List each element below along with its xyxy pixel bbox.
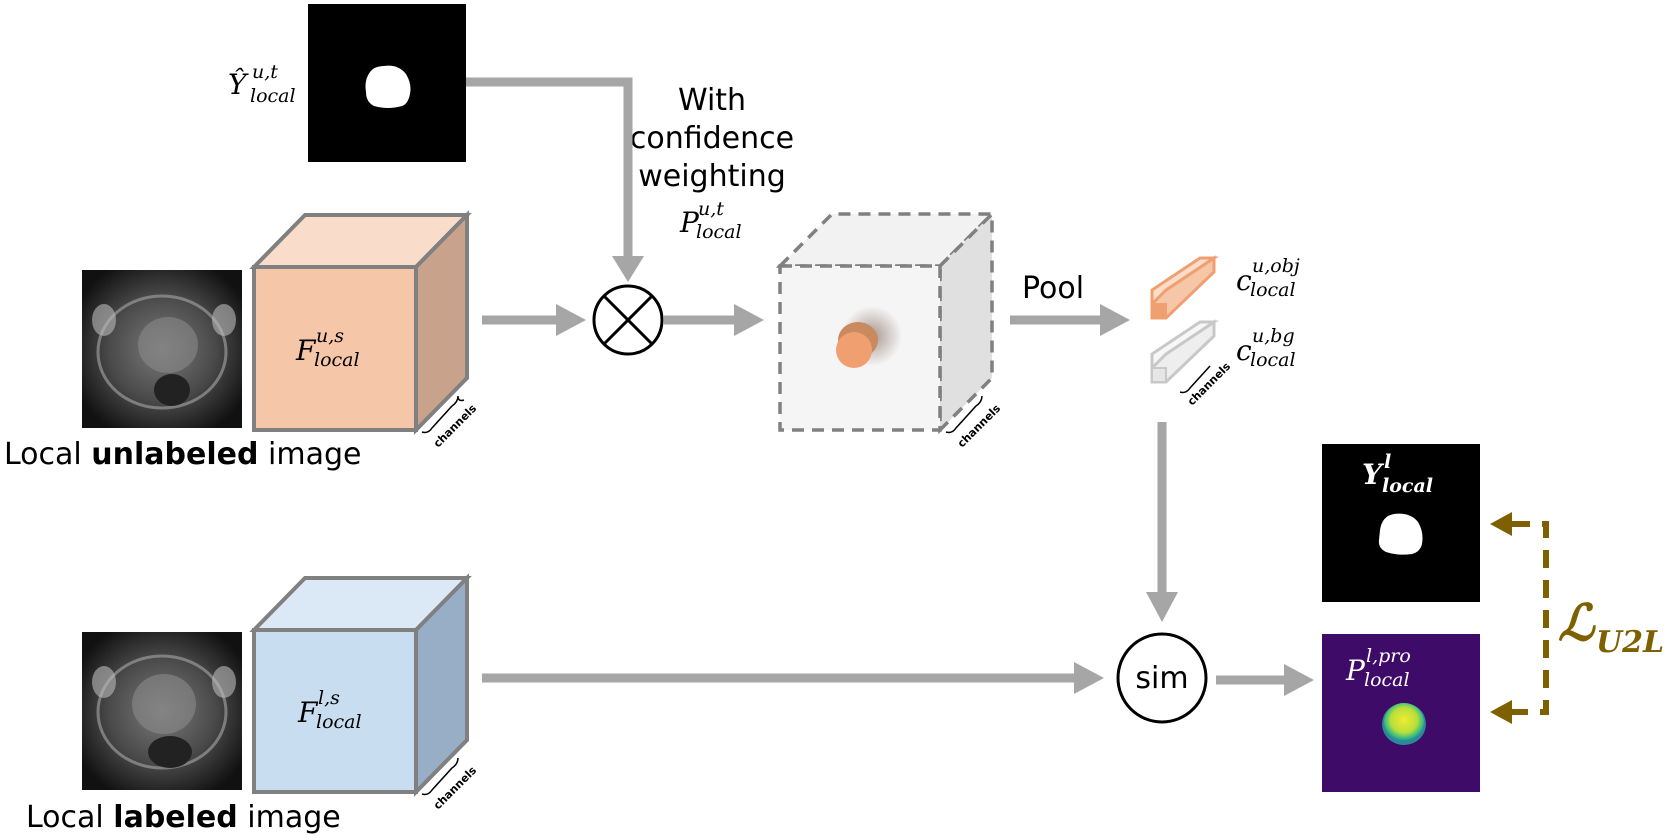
svg-text:local: local [316, 711, 362, 733]
pool-arrow: Pool [1010, 271, 1130, 336]
masked-feature-cube [775, 209, 997, 435]
labeled-mri-image [82, 632, 242, 790]
unlabeled-image-caption: Local unlabeled image [4, 437, 361, 472]
svg-text:c: c [1236, 334, 1252, 367]
p-ut-label: P u,t local [679, 198, 742, 243]
pseudo-label-mask [308, 4, 466, 162]
mask-to-multiply-arrow [466, 77, 644, 282]
svg-text:U2L: U2L [1596, 625, 1664, 660]
prototypes-to-sim-arrow [1146, 422, 1178, 622]
svg-text:u,s: u,s [316, 325, 344, 347]
svg-text:ℒ: ℒ [1558, 593, 1596, 652]
y-l-label: Y l local [1362, 451, 1433, 497]
svg-text:Y: Y [1362, 458, 1385, 491]
svg-text:local: local [1250, 279, 1296, 301]
svg-text:sim: sim [1135, 661, 1188, 696]
svg-text:Ŷ: Ŷ [228, 68, 249, 101]
background-prototype [1150, 319, 1219, 384]
svg-text:u,bg: u,bg [1252, 325, 1295, 347]
unlabeled-feature-cube [249, 210, 472, 435]
svg-text:P: P [1345, 654, 1366, 687]
svg-text:With: With [678, 83, 746, 118]
svg-text:l,s: l,s [318, 687, 340, 709]
y-hat-label: Ŷ u,t local [228, 61, 296, 107]
f-us-label: F u,s local [295, 325, 360, 371]
sim-to-prediction-arrow [1216, 664, 1314, 696]
svg-text:F: F [295, 334, 317, 367]
u2l-loss-label: ℒ U2L [1558, 593, 1664, 660]
svg-text:P: P [679, 206, 700, 239]
sim-operator: sim [1116, 632, 1208, 724]
svg-text:local: local [1382, 475, 1433, 497]
svg-text:Pool: Pool [1022, 271, 1084, 306]
svg-text:c: c [1236, 264, 1252, 297]
features-to-multiply-arrow [482, 304, 586, 336]
prototype-prediction-map [1322, 634, 1480, 792]
c-bg-label: c u,bg local [1236, 325, 1296, 371]
svg-text:u,obj: u,obj [1252, 255, 1300, 277]
labeled-feature-cube [249, 573, 472, 797]
svg-text:local: local [314, 349, 360, 371]
svg-text:u,t: u,t [698, 198, 724, 220]
channels-brace-prototype: channels [1179, 360, 1233, 408]
confidence-weighting-label: With confidence weighting [630, 83, 794, 194]
svg-text:local: local [1364, 669, 1410, 691]
u2l-loss-bracket [1490, 512, 1549, 724]
svg-text:l: l [1384, 451, 1391, 473]
c-obj-label: c u,obj local [1236, 255, 1300, 301]
p-lpro-label: P l,pro local [1345, 645, 1411, 691]
svg-text:weighting: weighting [638, 159, 786, 194]
labeled-image-caption: Local labeled image [26, 800, 341, 835]
svg-text:u,t: u,t [252, 61, 278, 83]
f-ls-label: F l,s local [297, 687, 362, 733]
ground-truth-mask [1322, 444, 1480, 602]
svg-text:local: local [1250, 349, 1296, 371]
svg-text:local: local [250, 85, 296, 107]
svg-text:local: local [696, 221, 742, 243]
svg-text:confidence: confidence [630, 121, 794, 156]
labeled-to-sim-arrow [482, 662, 1104, 694]
object-prototype [1150, 255, 1219, 320]
unlabeled-mri-image [82, 270, 242, 428]
svg-text:F: F [297, 696, 319, 729]
multiply-operator [592, 284, 664, 356]
multiply-to-masked-arrow [664, 304, 764, 336]
svg-text:l,pro: l,pro [1366, 645, 1411, 667]
